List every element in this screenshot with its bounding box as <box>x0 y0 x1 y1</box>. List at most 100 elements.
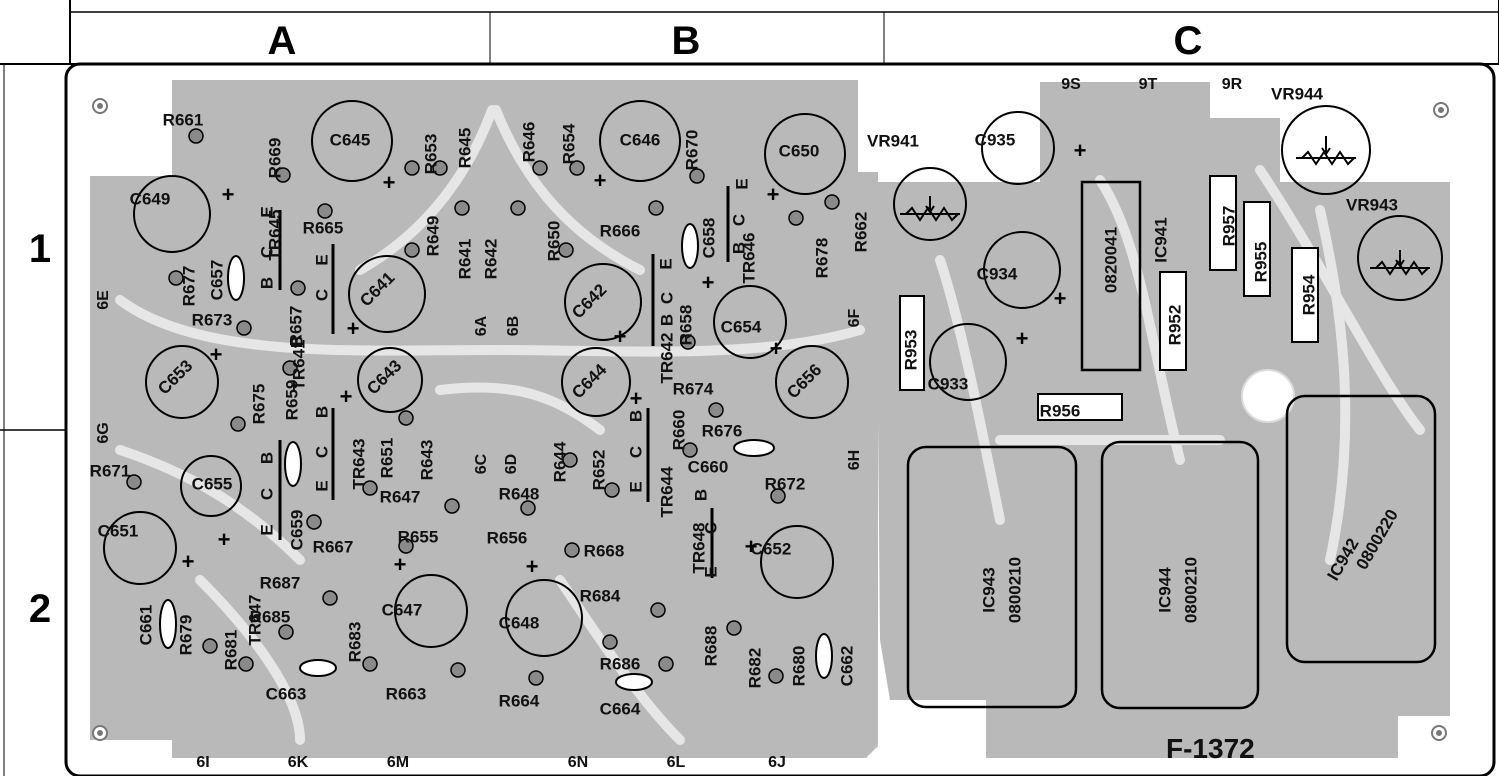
component-label-r659: R659 <box>282 380 301 421</box>
component-label-r665: R665 <box>303 218 344 237</box>
component-label-tr641: TR641 <box>289 339 308 390</box>
component-label-r952: R952 <box>1165 305 1184 346</box>
component-label-0800210: 0800210 <box>1181 557 1200 623</box>
small-capacitors <box>159 223 833 691</box>
component-label-c654: C654 <box>721 317 762 336</box>
column-label-b: B <box>672 19 701 63</box>
component-label-r667: R667 <box>313 537 354 556</box>
component-label-r650: R650 <box>544 221 563 262</box>
component-label-r674: R674 <box>673 379 714 398</box>
component-label-r653: R653 <box>421 134 440 175</box>
transistor-bars <box>278 186 730 578</box>
polarity-plus-mark: + <box>222 182 235 207</box>
column-label-c: C <box>1174 19 1203 63</box>
connector-label-9r: 9R <box>1222 76 1243 93</box>
component-label-c647: C647 <box>382 600 423 619</box>
connector-label-6n: 6N <box>568 754 588 771</box>
component-label-r956: R956 <box>1040 401 1081 420</box>
component-label-e: E <box>257 206 276 217</box>
connector-label-6g: 6G <box>95 422 112 443</box>
component-label-vr943: VR943 <box>1346 195 1398 214</box>
variable-resistor-symbols <box>900 136 1430 276</box>
component-label-r658: R658 <box>676 305 695 346</box>
component-label-c651: C651 <box>98 521 139 540</box>
component-label-c664: C664 <box>600 699 641 718</box>
component-label-r676: R676 <box>702 421 743 440</box>
component-label-c: C <box>257 488 276 500</box>
component-label-ic944: IC944 <box>1155 567 1174 613</box>
component-label-tr646: TR646 <box>739 232 758 283</box>
component-label-r660: R660 <box>669 410 688 451</box>
component-label-e: E <box>312 254 331 265</box>
connector-label-6h: 6H <box>846 450 863 470</box>
polarity-plus-mark: + <box>767 182 780 207</box>
component-label-c658: C658 <box>699 218 718 259</box>
component-label-c: C <box>626 446 645 458</box>
polarity-plus-mark: + <box>1016 326 1029 351</box>
component-label-r666: R666 <box>600 221 641 240</box>
component-label-c657: C657 <box>207 260 226 301</box>
component-label-tr645: TR645 <box>265 209 284 260</box>
row-labels: 1 2 <box>0 64 70 776</box>
component-label-r645: R645 <box>455 128 474 169</box>
component-label-r651: R651 <box>377 438 396 479</box>
mounting-holes <box>92 98 1449 741</box>
component-label-e: E <box>312 480 331 491</box>
polarity-plus-mark: + <box>770 336 783 361</box>
connector-label-6c: 6C <box>473 453 490 474</box>
connector-label-6j: 6J <box>768 754 786 771</box>
component-label-b: B <box>691 489 710 501</box>
component-label-r649: R649 <box>423 216 442 257</box>
component-label-ic941: IC941 <box>1151 217 1170 262</box>
component-label-r688: R688 <box>701 626 720 667</box>
component-label-tr642: TR642 <box>657 332 676 383</box>
component-label-c: C <box>701 522 720 534</box>
component-label-tr643: TR643 <box>349 438 368 489</box>
component-label-e: E <box>626 481 645 492</box>
component-label-r644: R644 <box>550 441 569 482</box>
polarity-plus-mark: + <box>383 170 396 195</box>
component-label-c: C <box>257 246 276 258</box>
polarity-plus-mark: + <box>394 552 407 577</box>
component-label-vr941: VR941 <box>867 131 919 150</box>
connector-label-6b: 6B <box>505 316 522 336</box>
component-label-r681: R681 <box>221 630 240 671</box>
component-label-r953: R953 <box>901 330 920 371</box>
polarity-plus-mark: + <box>630 386 643 411</box>
component-label-b: B <box>729 242 748 254</box>
component-label-c660: C660 <box>688 457 729 476</box>
component-label-r954: R954 <box>1299 274 1318 315</box>
component-label-tr644: TR644 <box>657 466 676 518</box>
pads <box>126 128 840 686</box>
component-label-c646: C646 <box>620 130 661 149</box>
component-label-r648: R648 <box>499 484 540 503</box>
component-label-c935: C935 <box>975 130 1016 149</box>
component-label-tr647: TR647 <box>245 594 264 645</box>
component-label-r641: R641 <box>455 239 474 280</box>
component-label-b: B <box>657 314 676 326</box>
component-label-r663: R663 <box>386 684 427 703</box>
polarity-plus-mark: + <box>526 554 539 579</box>
component-label-b: B <box>312 406 331 418</box>
component-label-r686: R686 <box>600 654 641 673</box>
component-label-r675: R675 <box>249 384 268 425</box>
component-label-r957: R957 <box>1219 206 1238 247</box>
connector-label-6i: 6I <box>196 754 209 771</box>
connector-label-6k: 6K <box>288 754 309 771</box>
component-label-vr944: VR944 <box>1271 84 1324 103</box>
component-label-r673: R673 <box>192 310 233 329</box>
component-label-r678: R678 <box>812 238 831 279</box>
polarity-plus-mark: + <box>210 342 223 367</box>
connector-label-6d: 6D <box>503 454 520 474</box>
connector-label-6a: 6A <box>473 315 490 336</box>
polarity-plus-mark: + <box>1054 286 1067 311</box>
component-label-tr648: TR648 <box>689 522 708 573</box>
connector-label-6m: 6M <box>387 754 409 771</box>
component-label-ic943: IC943 <box>979 567 998 612</box>
component-label-r669: R669 <box>265 138 284 179</box>
row-label-1: 1 <box>29 227 51 271</box>
component-label-r677: R677 <box>179 266 198 307</box>
component-label-0820041: 0820041 <box>1101 227 1120 293</box>
